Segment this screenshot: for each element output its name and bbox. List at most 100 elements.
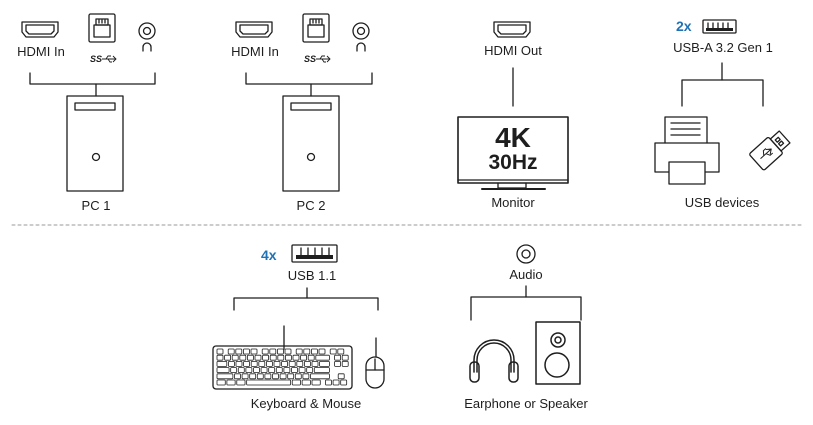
keyboard-key [242, 348, 250, 355]
keyboard-key [258, 360, 266, 367]
keyboard-key [311, 379, 321, 386]
keyboard-key [272, 373, 279, 380]
keyboard-key [296, 360, 304, 367]
keyboard-key [216, 373, 234, 380]
keyboard-key [340, 379, 348, 386]
keyboard-key [243, 360, 251, 367]
keyboard-key [253, 367, 260, 374]
keyboard-mouse-connector-bracket [233, 287, 379, 358]
keyboard-key [341, 360, 349, 367]
keyboard-key [291, 379, 301, 386]
monitor-hdmi-port-icon [493, 21, 531, 38]
keyboard-key [268, 367, 276, 374]
pc1-connector-bracket [29, 72, 156, 97]
keyboard-key [239, 354, 247, 361]
keyboard-key [310, 348, 318, 355]
keyboard-key [284, 354, 292, 361]
keyboard-key [291, 367, 298, 374]
keyboard-key [307, 354, 315, 361]
keyboard-key [341, 354, 349, 361]
audio-connector-bracket [470, 285, 582, 321]
monitor-display-icon [457, 116, 569, 190]
keyboard-key [334, 360, 342, 367]
pc2-name: PC 2 [296, 198, 326, 213]
keyboard-key [237, 367, 245, 374]
keyboard-key [306, 367, 314, 374]
keyboard-key [287, 373, 295, 380]
pc2-usb-b-port-icon [302, 13, 330, 43]
keyboard-key [279, 373, 287, 380]
keyboard-key [277, 354, 285, 361]
keyboard-key [227, 360, 235, 367]
keyboard-key [245, 367, 253, 374]
keyboard-key [284, 348, 292, 355]
usb-devices-port-icon [702, 19, 737, 34]
keyboard-key [292, 354, 300, 361]
keyboard-key [302, 373, 310, 380]
keyboard-key [250, 348, 258, 355]
pc1-name: PC 1 [81, 198, 111, 213]
usb-devices-port-label: USB-A 3.2 Gen 1 [673, 40, 773, 55]
keyboard-key [246, 379, 292, 386]
speaker-icon [535, 321, 581, 385]
pc1-tower-icon [66, 95, 124, 192]
pc2-hdmi-label: HDMI In [231, 44, 279, 59]
keyboard-key [269, 354, 277, 361]
keyboard-key [301, 379, 311, 386]
pc2-superspeed-mark: SS [304, 54, 316, 64]
keyboard-key [265, 360, 273, 367]
headphones-icon [469, 339, 519, 383]
monitor-resolution: 4K [495, 122, 531, 153]
keyboard-key [332, 379, 340, 386]
keyboard-key [234, 373, 241, 380]
keyboard-key [311, 360, 319, 367]
keyboard-key [250, 360, 258, 367]
pc2-connector-bracket [245, 72, 373, 97]
keyboard-key [319, 360, 330, 367]
pc1-superspeed-mark: SS [90, 54, 102, 64]
keyboard-mouse-port-label: USB 1.1 [287, 268, 337, 283]
pc1-hdmi-port-icon [21, 21, 59, 38]
audio-jack-icon [516, 244, 536, 264]
keyboard-key [313, 367, 330, 374]
keyboard-key [295, 348, 303, 355]
keyboard-mouse-port-icon [291, 244, 338, 263]
keyboard-key [298, 367, 306, 374]
keyboard-key [249, 373, 257, 380]
keyboard-key [230, 367, 238, 374]
keyboard-key [260, 367, 268, 374]
keyboard-key [288, 360, 296, 367]
printer-icon [654, 116, 720, 185]
keyboard-key [224, 354, 232, 361]
keyboard-key [337, 373, 345, 380]
keyboard-key [262, 354, 270, 361]
keyboard-key [315, 354, 330, 361]
keyboard-key [275, 367, 283, 374]
pc1-usb-trident-icon [102, 55, 117, 63]
keyboard-key [325, 379, 332, 386]
monitor-port-label: HDMI Out [484, 43, 542, 58]
keyboard-key [216, 379, 226, 386]
keyboard-mouse-count: 4x [261, 247, 277, 263]
keyboard-key [300, 354, 308, 361]
keyboard-key [216, 367, 230, 374]
keyboard-key [269, 348, 277, 355]
keyboard-key [231, 354, 239, 361]
keyboard-key [329, 348, 337, 355]
pc2-usb-trident-icon [316, 55, 331, 63]
keyboard-key [226, 379, 236, 386]
keyboard-key [236, 379, 246, 386]
keyboard-key [273, 360, 281, 367]
keyboard-key [227, 348, 235, 355]
keyboard-mouse-name: Keyboard & Mouse [250, 396, 362, 411]
usb-devices-connector-bracket [681, 62, 764, 107]
monitor-name: Monitor [491, 195, 535, 210]
keyboard-key [216, 354, 224, 361]
keyboard-key [256, 373, 264, 380]
keyboard-key [246, 354, 254, 361]
keyboard-key [334, 354, 342, 361]
pc2-tower-icon [282, 95, 340, 192]
usb-flash-drive-icon [749, 130, 791, 171]
pc1-usb-b-port-icon [88, 13, 116, 43]
